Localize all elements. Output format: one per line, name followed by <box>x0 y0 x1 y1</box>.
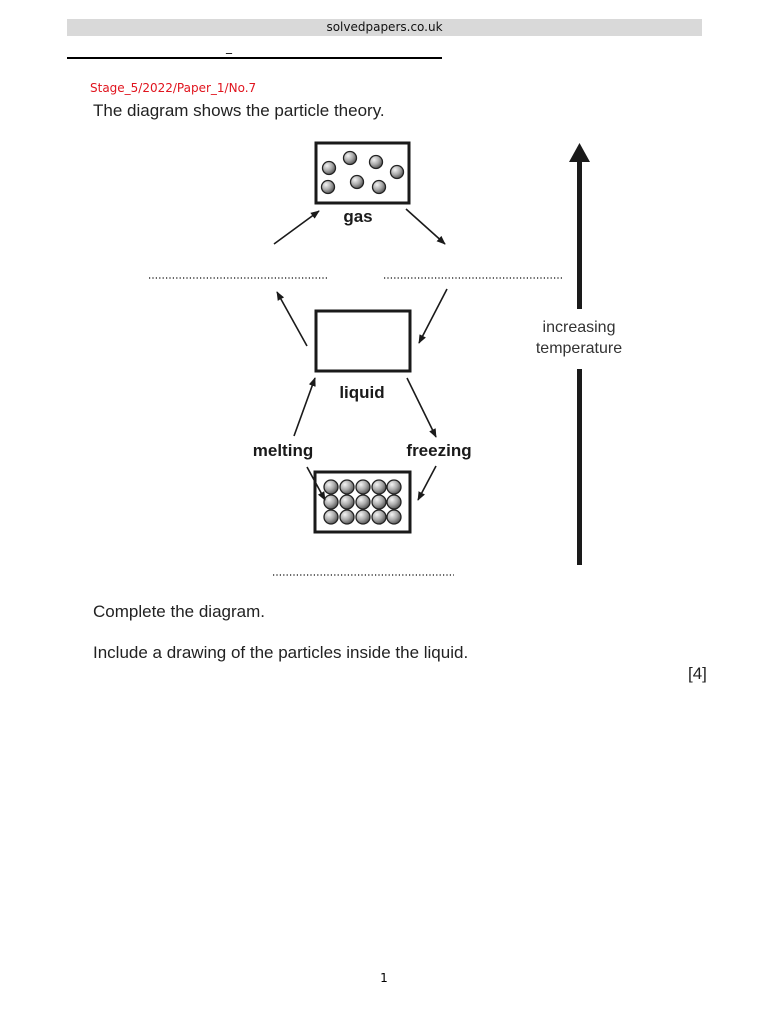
temperature-arrow <box>569 143 590 565</box>
freezing-label: freezing <box>406 441 471 460</box>
header-bar: solvedpapers.co.uk <box>67 19 702 36</box>
arrow-to-solid-left <box>306 466 326 501</box>
arrow-to-liquid-down <box>418 288 448 344</box>
marks-label: [4] <box>688 664 707 683</box>
header-dash: _ <box>226 40 232 54</box>
instruction-draw: Include a drawing of the particles insid… <box>93 643 469 662</box>
intro-text: The diagram shows the particle theory. <box>93 101 385 120</box>
arrow-to-solid-right <box>417 465 437 501</box>
melting-label: melting <box>253 441 313 460</box>
arrow-from-gas <box>405 208 446 245</box>
question-reference: Stage_5/2022/Paper_1/No.7 <box>90 81 257 95</box>
gas-label: gas <box>343 207 372 226</box>
liquid-label: liquid <box>339 383 384 402</box>
melting-arrow <box>293 377 316 437</box>
header-rule <box>67 57 442 59</box>
freezing-arrow-upper <box>406 377 437 438</box>
arrow-liquid-up <box>276 291 308 347</box>
gas-box <box>314 141 411 205</box>
solid-particles <box>323 479 402 525</box>
temperature-label-line2: temperature <box>536 340 622 357</box>
instruction-complete: Complete the diagram. <box>93 602 265 621</box>
liquid-box <box>314 309 412 373</box>
page-number: 1 <box>380 971 388 985</box>
gas-particles <box>320 150 405 195</box>
header-site: solvedpapers.co.uk <box>326 20 443 34</box>
arrow-to-gas <box>273 210 320 245</box>
temperature-label-line1: increasing <box>543 319 616 336</box>
solid-box <box>313 470 412 534</box>
